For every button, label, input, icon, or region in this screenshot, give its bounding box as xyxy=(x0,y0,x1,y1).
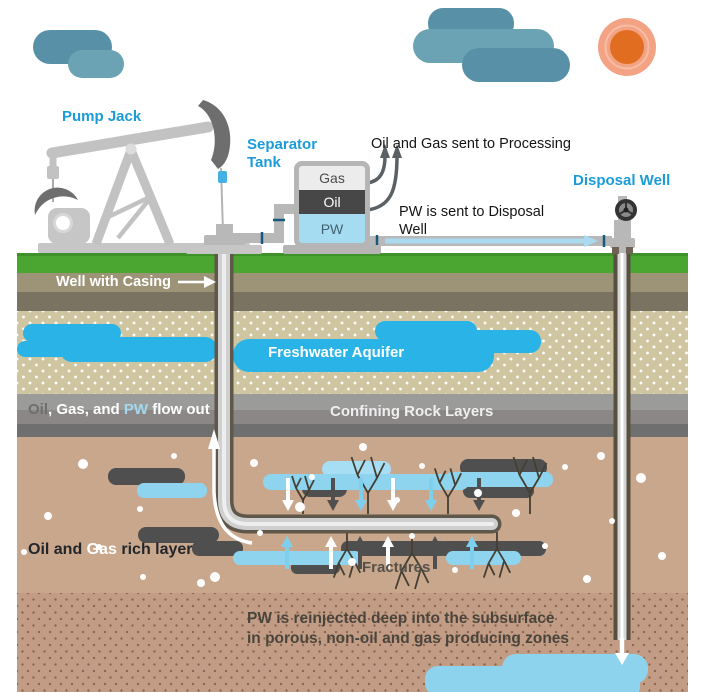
gas-bubbles xyxy=(21,443,666,587)
processing-label: Oil and Gas sent to Processing xyxy=(371,136,571,152)
horse-head xyxy=(198,100,231,169)
flow-out-label: Oil, Gas, and PW flow out xyxy=(28,401,210,419)
subsoil-layer xyxy=(17,292,688,311)
tank-gas-band: Gas xyxy=(299,166,365,190)
sun-icon xyxy=(598,18,656,76)
cable-clamp xyxy=(218,171,227,183)
rich-layer-prefix: Oil and xyxy=(28,541,87,558)
tank-pw-label: PW xyxy=(320,220,344,237)
pw-injection-pool xyxy=(425,654,648,692)
freshwater-aquifer-label: Freshwater Aquifer xyxy=(268,344,405,361)
confining-rock-label: Confining Rock Layers xyxy=(330,403,494,420)
fractures-label: Fractures xyxy=(362,559,431,576)
grass-layer xyxy=(17,253,688,273)
flow-out-mid: , Gas, and xyxy=(48,401,124,418)
tank-oil-band: Oil xyxy=(299,189,365,215)
production-wellhead xyxy=(186,224,262,254)
injection-zone-layer xyxy=(17,593,688,692)
tank-oil-label: Oil xyxy=(323,194,341,211)
disposal-well-label: Disposal Well xyxy=(573,172,671,189)
clouds-middle-icon xyxy=(413,8,570,82)
counterweight xyxy=(34,187,78,215)
flow-out-pw: PW xyxy=(123,401,149,418)
oil-and-pw-pockets xyxy=(108,459,553,574)
separator-tank-label: Separator Tank xyxy=(247,136,318,171)
tank-gas-label: Gas xyxy=(319,169,345,186)
reinjected-label-line2: in porous, non-oil and gas producing zon… xyxy=(247,630,570,647)
confining-rock-band-1 xyxy=(17,394,688,410)
flow-out-oil: Oil xyxy=(28,401,49,418)
well-with-casing-label: Well with Casing xyxy=(56,274,171,290)
cloud-left-icon xyxy=(33,30,124,78)
rich-layer-suffix: rich layer xyxy=(116,541,193,558)
disposal-wellhead xyxy=(610,196,637,254)
production-well-casing xyxy=(214,238,502,534)
processing-arrows xyxy=(366,144,402,212)
separator-tank: Gas Oil PW xyxy=(294,161,370,248)
pump-jack-label: Pump Jack xyxy=(62,108,142,125)
freshwater-aquifer-shapes xyxy=(17,321,541,372)
pipe-joint-ticks xyxy=(260,218,606,247)
tank-base xyxy=(283,245,381,254)
reinjected-label-line1: PW is reinjected deep into the subsurfac… xyxy=(247,610,555,627)
injection-down-arrow xyxy=(615,638,629,665)
confining-rock-band-3 xyxy=(17,424,688,437)
tank-pw-band: PW xyxy=(299,214,365,243)
topsoil-layer xyxy=(17,273,688,292)
flow-out-suffix: flow out xyxy=(148,401,210,418)
valve-wheel-icon xyxy=(615,199,637,221)
flow-out-arrow xyxy=(208,429,253,545)
rich-layer-label: Oil and Gas rich layer xyxy=(28,541,193,560)
casing-pointer-arrow xyxy=(178,276,216,288)
pw-pipe-flow-arrow xyxy=(385,235,598,247)
confining-rock-band-2 xyxy=(17,410,688,424)
pw-to-disposal-label: PW is sent to Disposal Well xyxy=(399,204,545,239)
rich-layer-gas: Gas xyxy=(86,541,117,558)
